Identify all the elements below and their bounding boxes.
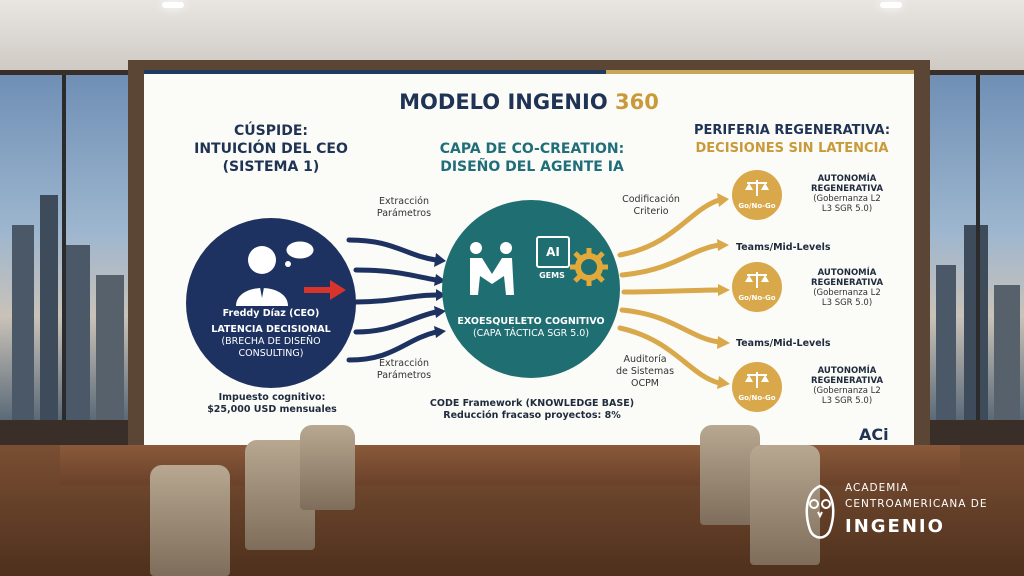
flow-arrow-out (621, 287, 722, 295)
flow-arrow-out (619, 242, 722, 278)
flow-label-extraction-bottom: Extracción Parámetros (376, 358, 432, 381)
right-heading: PERIFERIA REGENERATIVA: DECISIONES SIN L… (693, 123, 891, 156)
academy-brand: ACADEMIA CENTROAMERICANA DE INGENIO (800, 478, 1020, 548)
code-framework: CODE Framework (KNOWLEDGE BASE) Reducció… (429, 398, 635, 421)
arrowhead (717, 376, 730, 389)
teams-label: Teams/Mid-Levels (736, 242, 831, 253)
flow-label-audit: Auditoría de Sistemas OCPM (615, 354, 675, 389)
flow-arrow-out (617, 325, 722, 386)
chair (150, 465, 230, 576)
teams-label: Teams/Mid-Levels (736, 338, 831, 349)
handshake-icon (470, 242, 514, 295)
aci-logo: ACi (859, 425, 889, 444)
slide-title-main: MODELO INGENIO (399, 90, 608, 114)
brand-line-3: INGENIO (845, 516, 945, 537)
flow-arrow-in (353, 309, 439, 335)
window-frame (62, 75, 66, 420)
building (96, 275, 124, 420)
cognitive-tax: Impuesto cognitivo: $25,000 USD mensuale… (207, 392, 337, 415)
go-no-go-badge: Go/No-Go (732, 170, 782, 220)
ceiling (0, 0, 1024, 70)
flow-arrow-out (617, 197, 722, 258)
building (936, 265, 956, 420)
go-no-go-badge: Go/No-Go (732, 362, 782, 412)
gear-icon (570, 248, 608, 286)
ceo-circle: Freddy Díaz (CEO) LATENCIA DECISIONAL (B… (186, 218, 356, 388)
flow-arrow-in (353, 267, 439, 283)
presentation-screen: MODELO INGENIO 360 CÚSPIDE: INTUICIÓN DE… (144, 70, 914, 448)
go-no-go-badge: Go/No-Go (732, 262, 782, 312)
arrowhead (434, 326, 446, 338)
left-heading: CÚSPIDE: INTUICIÓN DEL CEO (SISTEMA 1) (194, 123, 348, 175)
brand-line-1: ACADEMIA (845, 482, 909, 494)
arrowhead (434, 253, 446, 267)
ai-chip-icon: AI (536, 236, 570, 268)
red-arrow-icon (304, 280, 346, 300)
flow-label-extraction-top: Extracción Parámetros (376, 196, 432, 219)
building (40, 195, 58, 420)
arrowhead (717, 239, 729, 251)
center-heading: CAPA DE CO-CREATION: DISEÑO DEL AGENTE I… (439, 141, 625, 175)
ceiling-light (162, 2, 184, 8)
scales-icon (745, 180, 769, 196)
autonomy-governance: (Gobernanza L2 L3 SGR 5.0) (813, 194, 881, 214)
building (994, 285, 1020, 420)
scales-icon (745, 272, 769, 288)
flow-arrow-in (353, 292, 439, 305)
arrowhead (436, 289, 446, 301)
ai-agent-circle: AI GEMS EXOESQUELETO COGNITIVO (CAPA TÁC… (442, 200, 620, 378)
owl-logo-icon (805, 484, 835, 539)
slide-title: MODELO INGENIO 360 (144, 90, 914, 114)
scales-icon (745, 372, 769, 388)
building (64, 245, 90, 420)
ceiling-light (880, 2, 902, 8)
slide-top-bar (144, 70, 914, 74)
flow-label-codification: Codificación Criterio (622, 194, 680, 217)
autonomy-governance: (Gobernanza L2 L3 SGR 5.0) (813, 386, 881, 406)
ceo-name: Freddy Díaz (CEO) (222, 308, 320, 319)
autonomy-text: AUTONOMÍA REGENERATIVA (810, 366, 884, 386)
arrowhead (434, 274, 446, 286)
arrowhead (717, 336, 730, 349)
arrowhead (434, 306, 446, 318)
autonomy-text: AUTONOMÍA REGENERATIVA (810, 268, 884, 288)
person-icon (236, 240, 315, 306)
slide-title-number: 360 (615, 90, 659, 114)
autonomy-governance: (Gobernanza L2 L3 SGR 5.0) (813, 288, 881, 308)
window-frame (976, 75, 980, 420)
arrowhead (717, 193, 729, 207)
flow-arrow-in (346, 329, 439, 363)
arrowhead (718, 284, 730, 296)
flow-arrow-out (619, 307, 722, 345)
gems-label: GEMS (539, 271, 565, 280)
flow-arrow-in (346, 237, 439, 263)
building (12, 225, 34, 420)
autonomy-text: AUTONOMÍA REGENERATIVA (810, 174, 884, 194)
chair (300, 425, 355, 510)
ai-circle-text: EXOESQUELETO COGNITIVO (CAPA TÁCTICA SGR… (457, 316, 605, 339)
brand-line-2: CENTROAMERICANA DE (845, 498, 988, 510)
ceo-circle-text: LATENCIA DECISIONAL (BRECHA DE DISEÑO CO… (211, 324, 331, 359)
flow-arrows (346, 193, 730, 389)
